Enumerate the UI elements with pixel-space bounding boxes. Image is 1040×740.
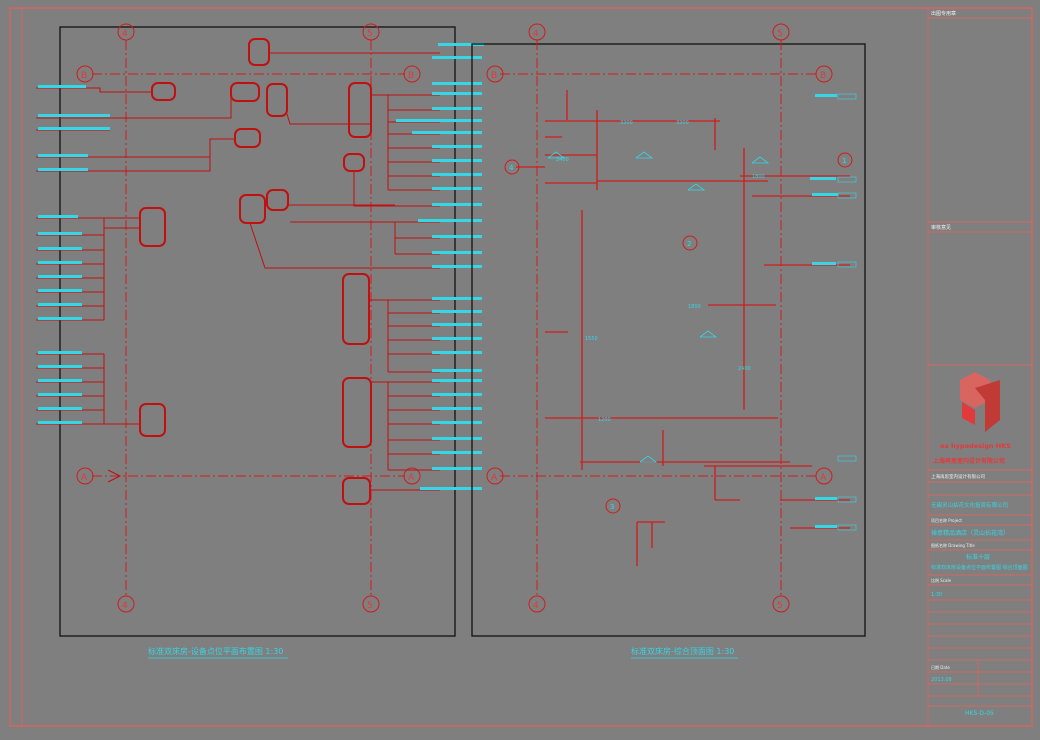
- grid-label: B: [81, 71, 87, 81]
- title-block-lines: [927, 7, 1033, 727]
- right-plan-title: 标准双床房-综合顶面图 1:30: [631, 646, 734, 656]
- grid-bubble-5-bottom: [772, 595, 790, 613]
- grid-label: A: [81, 473, 88, 483]
- sheet-number: HKS-D-05: [965, 710, 994, 717]
- section-mark-label: 3: [610, 503, 614, 511]
- grid-bubble-5-top: [362, 23, 380, 41]
- date-value: 2013.08: [931, 677, 952, 683]
- grid-bubble-b-left: [486, 65, 504, 83]
- left-plan-title: 标准双床房-设备点位平面布置图 1:30: [148, 646, 283, 656]
- device-clouds: [139, 38, 372, 505]
- right-plan-border: [471, 43, 866, 637]
- drawing-name-2: 标准双床房设备点位平面布置图 综合顶面图: [931, 564, 1028, 571]
- annotation-text-blocks: [38, 43, 484, 490]
- section-mark-label: 2: [687, 240, 691, 248]
- grid-bubble-a-left: [76, 467, 94, 485]
- scale-value: 1:30: [931, 592, 942, 598]
- grid-bubble-b-right: [403, 65, 421, 83]
- date-label: 日期 Date: [931, 664, 950, 670]
- grid-label: A: [820, 473, 827, 483]
- dimension-label: 1800: [752, 174, 765, 180]
- left-grid-lines: [92, 40, 405, 596]
- grid-label: A: [491, 473, 498, 483]
- right-grid-lines: [500, 40, 818, 596]
- grid-bubble-b-right: [815, 65, 833, 83]
- client-name: 无锡灵山拈花文化投资有限公司: [931, 501, 1008, 509]
- dimension-label: 2400: [738, 366, 751, 372]
- grid-label: 5: [367, 29, 373, 39]
- stamp-label: 出图专用章: [931, 10, 956, 17]
- grid-label: 5: [777, 29, 783, 39]
- company-logo: ea hypodesign HKS: [940, 372, 1011, 450]
- company-brand: ea hypodesign HKS: [940, 442, 1011, 450]
- project-name: 禅意精品酒店（灵山拈花湾）: [931, 529, 1009, 537]
- company-name-cn: 上海再思室内设计有限公司: [933, 457, 1005, 465]
- grid-label: B: [491, 71, 497, 81]
- inner-frame: [21, 7, 1033, 727]
- scale-label: 比例 Scale: [931, 577, 952, 583]
- grid-label: 4: [122, 601, 128, 611]
- level-marks: [547, 151, 770, 463]
- dimension-label: 1550: [585, 336, 598, 342]
- grid-bubble-a-right: [815, 467, 833, 485]
- review-label: 审核意见: [931, 224, 951, 231]
- grid-bubble-4-top: [117, 23, 135, 41]
- grid-bubble-4-bottom: [117, 595, 135, 613]
- grid-bubble-a-right: [403, 467, 421, 485]
- grid-label: A: [408, 473, 415, 483]
- dimension-label: 2400: [556, 157, 569, 163]
- grid-bubble-5-top: [772, 23, 790, 41]
- grid-bubble-5-bottom: [362, 595, 380, 613]
- grid-label: 4: [122, 29, 128, 39]
- grid-label: 5: [367, 601, 373, 611]
- grid-bubble-b-left: [76, 65, 94, 83]
- grid-label: 4: [533, 29, 539, 39]
- grid-bubble-a-left: [486, 467, 504, 485]
- grid-label: 4: [533, 601, 539, 611]
- dimension-label: 1200: [598, 417, 611, 423]
- grid-label: B: [408, 71, 414, 81]
- grid-label: B: [820, 71, 826, 81]
- dimension-label: 1800: [688, 304, 701, 310]
- company-name-cn-2: 上海再思室内设计有限公司: [931, 473, 985, 480]
- left-plan-border: [59, 26, 456, 637]
- annotation-text-blocks: [810, 93, 857, 531]
- section-mark-label: 4: [509, 164, 514, 172]
- section-marks: [504, 152, 853, 514]
- section-mark-label: 1: [842, 157, 846, 165]
- outer-frame: [9, 7, 1033, 727]
- project-label: 项目名称 Project: [931, 517, 962, 523]
- dimension-label: 3300: [620, 120, 633, 126]
- drawing-name-1: 标准十层: [966, 553, 990, 561]
- dimension-label: 3300: [676, 120, 689, 126]
- grid-bubble-4-bottom: [528, 595, 546, 613]
- grid-bubble-4-top: [528, 23, 546, 41]
- leader-lines-left: [36, 52, 440, 491]
- grid-label: 5: [777, 601, 783, 611]
- drawing-title-label: 图纸名称 Drawing Title: [931, 542, 975, 548]
